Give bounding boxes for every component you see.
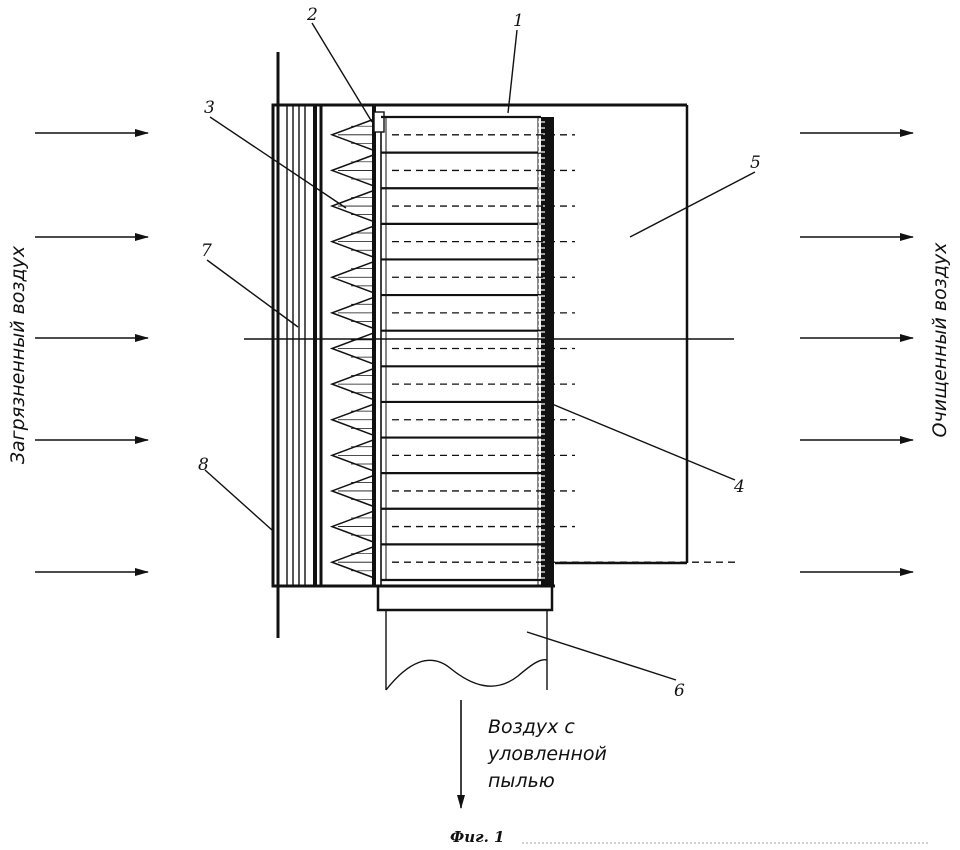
cone <box>329 118 375 152</box>
cone <box>329 260 375 294</box>
cone <box>329 510 375 543</box>
cone <box>329 225 375 259</box>
dust-air-line-3: пылью <box>488 770 555 792</box>
outlet-arrows <box>800 129 914 576</box>
outlet-air-label: Очищенный воздух <box>929 242 951 438</box>
cone-nozzles <box>329 118 375 579</box>
cone <box>329 438 375 472</box>
main-housing <box>273 103 689 588</box>
cone <box>329 474 375 508</box>
cone <box>329 403 375 437</box>
cone <box>329 189 375 223</box>
label-1: 1 <box>513 11 524 31</box>
cone <box>329 296 375 330</box>
label-8: 8 <box>198 455 209 475</box>
cone <box>329 154 375 187</box>
figure-caption: Фиг. 1 <box>450 828 504 846</box>
cone <box>329 367 375 401</box>
inlet-arrows <box>35 129 149 576</box>
inlet-air-label: Загрязненный воздух <box>7 245 29 464</box>
plate-2 <box>373 111 385 133</box>
label-4: 4 <box>733 477 745 497</box>
label-3: 3 <box>204 98 215 118</box>
label-2: 2 <box>306 5 318 25</box>
dust-air-line-1: Воздух с <box>488 716 575 738</box>
prefilter-block <box>271 103 323 588</box>
label-5: 5 <box>750 153 761 173</box>
leader-lines <box>204 22 756 681</box>
label-6: 6 <box>674 681 685 701</box>
dust-collector-bar <box>537 117 554 586</box>
collector-body <box>541 117 554 586</box>
filter-tubes <box>381 115 541 582</box>
dust-air-label: Воздух с уловленной пылью <box>487 716 607 792</box>
dust-air-line-2: уловленной <box>487 743 607 765</box>
cone <box>329 545 375 579</box>
cone <box>329 332 375 365</box>
dashed-lines <box>392 134 735 563</box>
dust-hopper <box>376 584 554 691</box>
label-7: 7 <box>201 241 212 261</box>
